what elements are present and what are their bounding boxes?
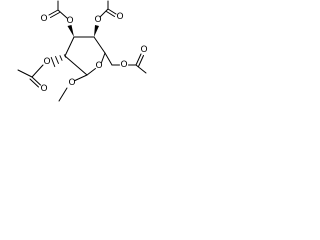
bond-c3-carbonyl-double-a	[48, 9, 59, 16]
c2-ester-oxygen-label: O	[43, 57, 50, 67]
c4-carbonyl-oxygen-label: O	[116, 12, 123, 22]
ring-oxygen-label: O	[95, 61, 102, 71]
c3-ester-oxygen-label: O	[66, 16, 73, 26]
bond-c1-ring-o	[86, 68, 96, 76]
bond-c5-c6	[104, 52, 113, 66]
bond-c4-carbonyl-double-a	[107, 8, 117, 15]
bond-c6-carbonyl-double-a	[135, 53, 142, 66]
bond-c3o-carbonyl	[57, 9, 68, 19]
bond-c4-carbonyl-double-b	[106, 11, 115, 17]
bond-c6-carbonyl-double-b	[138, 55, 144, 67]
bond-c2o-carbonyl	[31, 64, 44, 78]
c2-hashed-wedge	[50, 54, 67, 68]
c2-acetoxy-group	[17, 54, 67, 88]
bond-c2-carbonyl-double-b	[29, 78, 39, 88]
methoxy-group	[58, 74, 88, 102]
c6-acetoxy-group	[104, 52, 147, 74]
bond-c1-o-methoxy	[74, 74, 88, 81]
bond-c2-carbonyl-double-a	[31, 76, 41, 86]
c3-acetoxy-group	[48, 0, 74, 37]
c4-ester-oxygen-label: O	[94, 15, 101, 25]
structure-diagram: O O O O O O O O	[17, 0, 148, 102]
bond-c5-c4	[93, 36, 106, 54]
bond-c6-acetyl-methyl	[135, 64, 147, 74]
pyranose-ring	[64, 36, 106, 76]
c4-acetoxy-group	[94, 0, 117, 37]
c4-bold-wedge	[94, 25, 99, 37]
c2-carbonyl-oxygen-label: O	[40, 84, 47, 94]
bond-c4o-carbonyl	[99, 8, 109, 18]
c6-carbonyl-oxygen-label: O	[140, 45, 147, 55]
bond-c3-c2	[64, 36, 75, 57]
bond-ring-o-c5	[101, 52, 106, 63]
bond-o-methyl	[58, 87, 68, 102]
anomeric-oxygen-label: O	[68, 78, 75, 88]
bond-c2-acetyl-methyl	[17, 69, 33, 78]
c6-ester-oxygen-label: O	[120, 60, 127, 70]
c3-bold-wedge	[67, 25, 74, 37]
bond-c3-carbonyl-double-b	[50, 12, 60, 18]
c3-carbonyl-oxygen-label: O	[40, 14, 47, 24]
bond-c2-c1	[64, 55, 88, 76]
